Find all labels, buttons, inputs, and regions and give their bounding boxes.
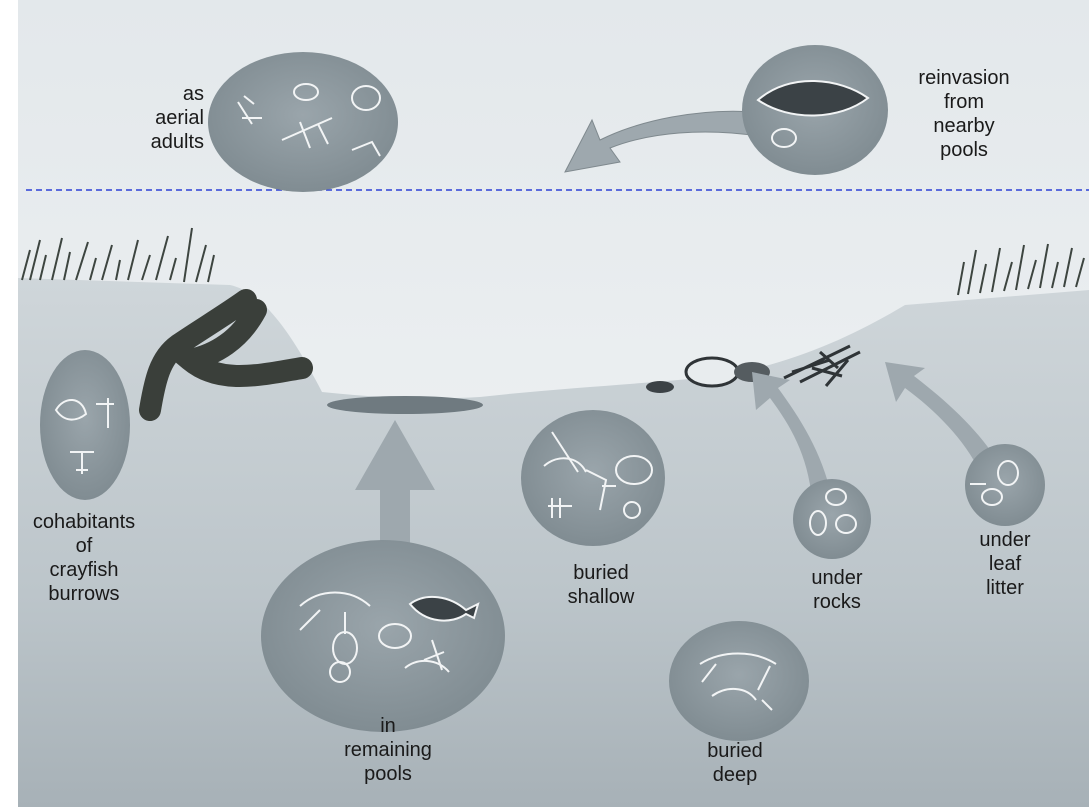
label-remaining-line-1: in [318, 714, 458, 738]
circle-buried-shallow [521, 410, 665, 546]
label-shallow-line-1: buried [556, 561, 646, 585]
label-leaf-line-2: leaf [960, 552, 1050, 576]
label-leaf-line-3: litter [960, 576, 1050, 600]
circle-crayfish-burrows [40, 350, 130, 500]
circle-under-rocks [793, 479, 871, 559]
circle-remaining-pools [261, 540, 505, 732]
label-crayfish-burrows: cohabitants of crayfish burrows [14, 510, 154, 606]
label-aerial-line-3: adults [128, 130, 204, 154]
label-remaining-line-2: remaining [318, 738, 458, 762]
label-crayfish-line-4: burrows [14, 582, 154, 606]
label-remaining-pools: in remaining pools [318, 714, 458, 786]
label-deep-line-1: buried [690, 739, 780, 763]
label-crayfish-line-3: crayfish [14, 558, 154, 582]
label-remaining-line-3: pools [318, 762, 458, 786]
label-reinvasion: reinvasion from nearby pools [894, 66, 1034, 162]
label-rocks-line-1: under [792, 566, 882, 590]
circle-buried-deep [669, 621, 809, 741]
label-reinvasion-line-2: from [894, 90, 1034, 114]
circle-aerial-adults [208, 52, 398, 192]
label-aerial-adults: as aerial adults [128, 82, 204, 154]
remaining-pool-water [327, 396, 483, 414]
label-leaf-line-1: under [960, 528, 1050, 552]
label-buried-deep: buried deep [690, 739, 780, 787]
label-reinvasion-line-3: nearby [894, 114, 1034, 138]
label-reinvasion-line-1: reinvasion [894, 66, 1034, 90]
label-rocks-line-2: rocks [792, 590, 882, 614]
label-buried-shallow: buried shallow [556, 561, 646, 609]
label-aerial-line-1: as [128, 82, 204, 106]
label-shallow-line-2: shallow [556, 585, 646, 609]
label-reinvasion-line-4: pools [894, 138, 1034, 162]
label-crayfish-line-2: of [14, 534, 154, 558]
label-aerial-line-2: aerial [128, 106, 204, 130]
label-crayfish-line-1: cohabitants [14, 510, 154, 534]
label-deep-line-2: deep [690, 763, 780, 787]
label-leaf-litter: under leaf litter [960, 528, 1050, 600]
label-under-rocks: under rocks [792, 566, 882, 614]
